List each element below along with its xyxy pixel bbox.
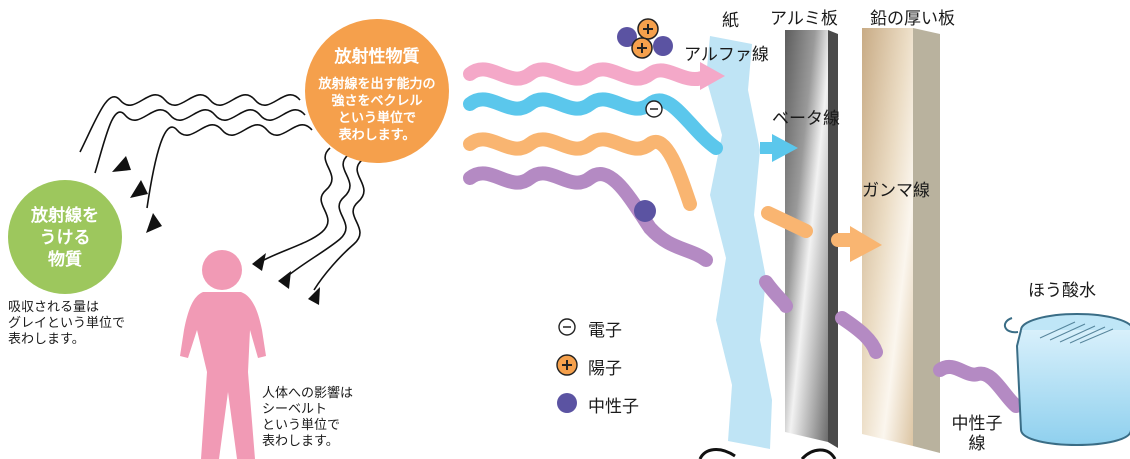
gamma-arrowhead [850,226,882,262]
lead-board-side [913,28,940,453]
label-line: 線 [968,434,986,454]
lead-board [862,28,913,446]
gamma-wave [463,132,857,247]
neutron-wave [463,166,1023,413]
alpha-arrowhead [700,62,725,90]
wavy-arrow [283,154,351,280]
desc-line: という単位で [337,111,416,126]
wavy-arrow [94,109,306,174]
beta-arrowhead [772,134,798,162]
paper-shield [706,36,772,449]
wavy-arrow [146,124,313,209]
title-line: 物質 [48,250,82,270]
free-neutron-dot [634,200,656,222]
label-line: 中性子 [951,414,1003,434]
neutron-symbol [557,393,577,413]
legend-neutron-label: 中性子 [588,397,639,417]
beta-ray-label: ベータ線 [772,109,840,129]
legend-proton-label: 陽子 [588,359,622,379]
radioactive-material-title: 放射性物質 [334,47,420,67]
boric-water-beaker [1003,313,1130,446]
receiving-material-circle [8,180,122,294]
emission-arrows-to-material [79,94,313,209]
receiving-material-title: 放射線を うける 物質 [8,205,122,271]
lead-label: 鉛の厚い板 [870,9,955,29]
beta-wave [463,92,723,155]
alpha-ray-label: アルファ線 [684,45,769,65]
electron-marker [645,100,663,118]
desc-line: 強さをベクレル [331,94,423,109]
paper-label: 紙 [722,11,739,31]
arrowheads-left [112,156,162,233]
wavy-arrow [79,94,301,153]
legend-symbols [556,318,578,413]
alpha-particle-cluster [617,18,673,59]
radioactive-material-circle [305,19,449,163]
desc-line: 表わします。 [262,434,339,449]
desc-line: 表わします。 [8,332,85,347]
neutron-dot [653,36,673,56]
desc-line: 人体への影響は [262,386,354,401]
neutron-ray-label: 中性子 線 [944,414,1010,454]
aluminum-label: アルミ板 [770,9,838,29]
gamma-ray-label: ガンマ線 [862,181,930,201]
desc-line: シーベルト [262,402,328,417]
desc-line: グレイという単位で [8,316,126,331]
title-line: うける [39,228,91,248]
desc-line: という単位で [262,418,341,433]
human-figure [180,250,266,459]
desc-line: 吸収される量は [8,300,100,315]
human-effect-desc: 人体への影響は シーベルト という単位で 表わします。 [262,386,353,450]
receiving-material-desc: 吸収される量は グレイという単位で 表わします。 [8,300,125,348]
desc-line: 放射線を出す能力の [318,77,436,92]
alpha-wave [463,62,709,87]
wavy-arrow [313,159,365,291]
title-line: 放射線を [31,206,99,226]
neutron-dot [617,27,637,47]
wavy-arrow [259,147,333,263]
bottom-decoration [698,448,837,459]
emission-arrows-to-human [259,147,365,291]
boric-water-label: ほう酸水 [1028,281,1096,301]
arrowheads-down [252,253,320,305]
legend-electron-label: 電子 [588,321,622,341]
radioactive-material-desc: 放射線を出す能力の 強さをベクレル という単位で 表わします。 [305,76,449,144]
desc-line: 表わします。 [338,128,416,143]
